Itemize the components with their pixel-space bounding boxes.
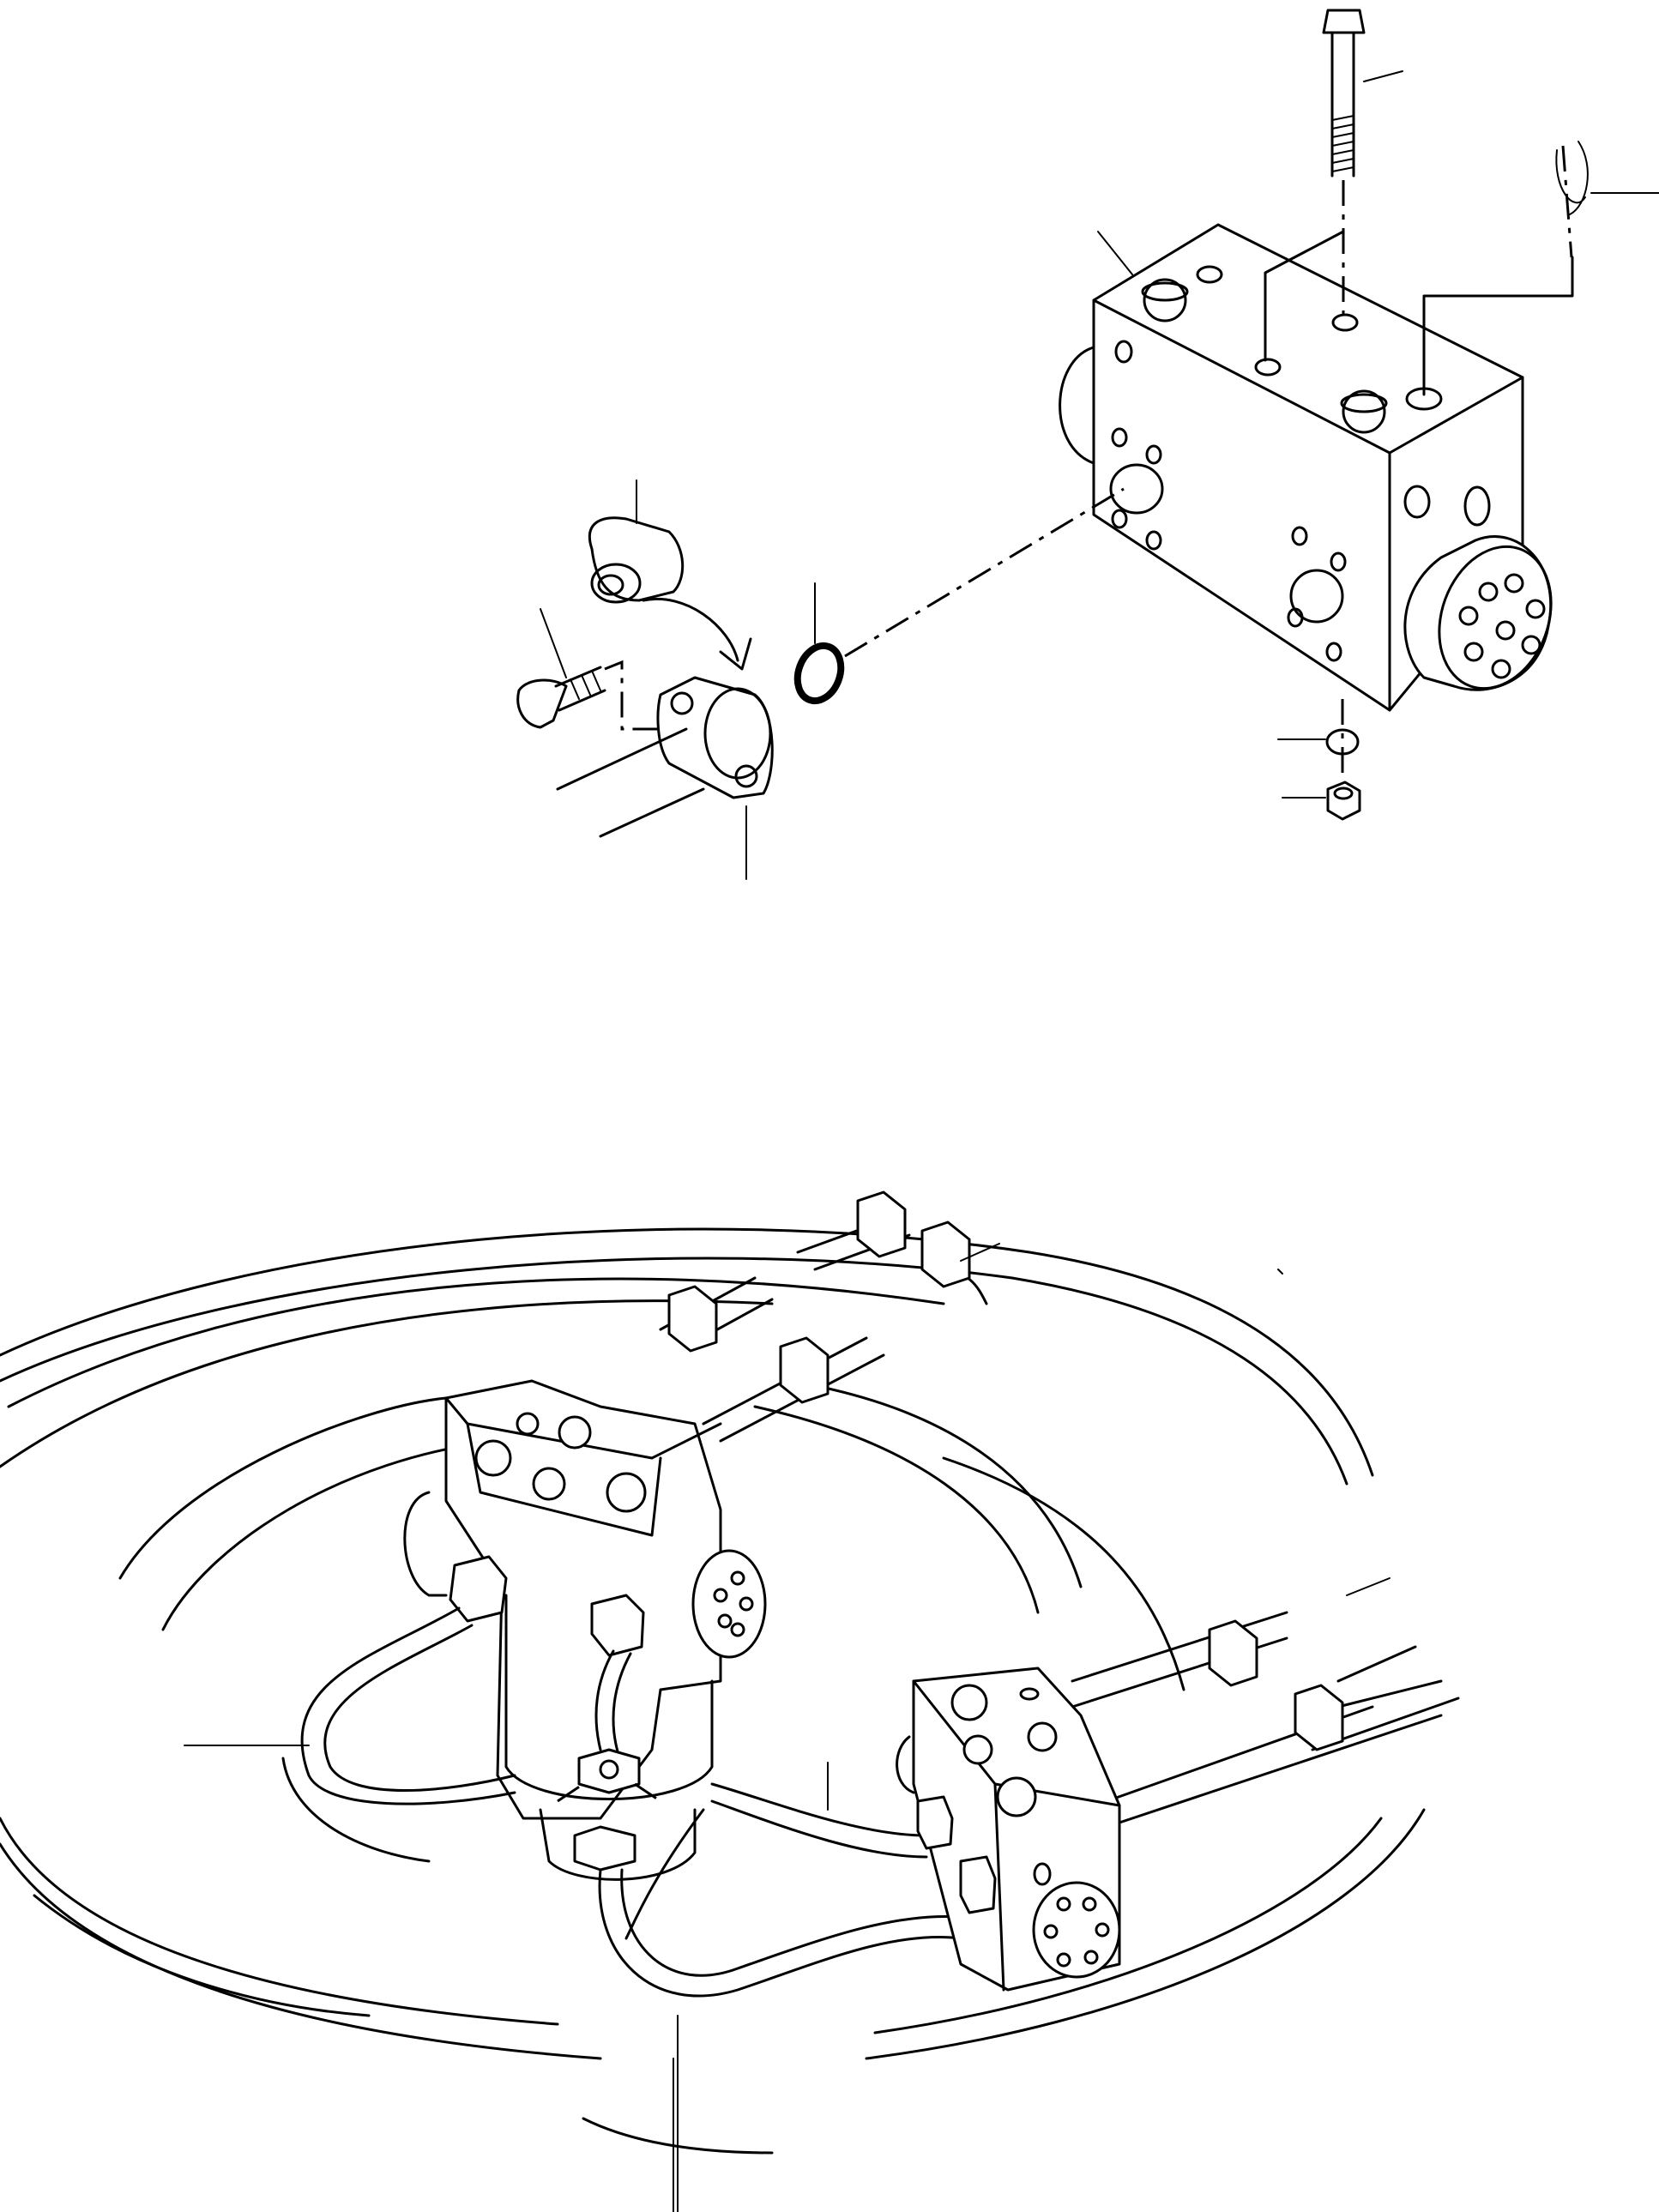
swivel-joint [403,1379,767,1881]
washer [1325,699,1360,776]
plug [588,516,685,604]
nut [1326,781,1361,821]
leader-lines-bottom [184,1243,1391,2212]
turntable-frame [0,1227,1426,2155]
bolt-long [1264,9,1366,362]
valve-block-assembly [896,1667,1121,1992]
split-flange [556,598,774,838]
cap-screw [516,660,678,731]
hose [300,1606,962,1998]
pressure-fitting [1422,141,1589,396]
valve-block [1059,223,1553,712]
clamp [667,1190,1344,1751]
o-ring [793,487,1125,705]
leader-lines-top [540,70,1659,880]
